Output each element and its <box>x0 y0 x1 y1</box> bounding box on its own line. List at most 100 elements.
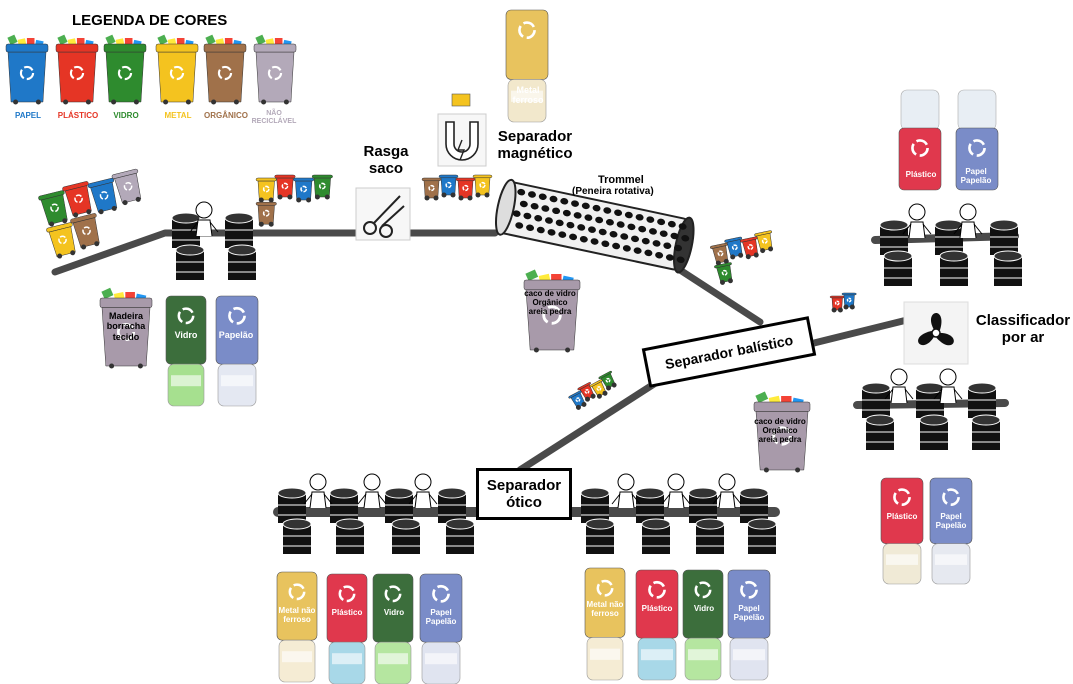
sorting-drum <box>277 487 307 523</box>
truck-ot2-plastico <box>635 569 679 681</box>
waste-bin <box>38 190 68 227</box>
sorting-drum <box>224 212 254 248</box>
recycling-symbol-icon <box>542 305 562 325</box>
reject-bin-madeira <box>99 287 153 369</box>
recycling-symbol-icon <box>338 585 356 603</box>
recycling-symbol-icon <box>575 397 581 403</box>
trommel-drum <box>495 178 695 274</box>
recycling-symbol-icon <box>428 184 435 192</box>
recycling-symbol-icon <box>262 209 270 217</box>
label-trommel: Trommel <box>598 174 644 186</box>
sorting-drum <box>335 518 365 554</box>
air-fan-icon <box>903 301 969 365</box>
bag-opener-scissors-icon <box>355 187 411 241</box>
worker-figure <box>884 368 914 404</box>
truck-ot2-vidro <box>682 569 724 681</box>
legend-title: LEGENDA DE CORES <box>72 12 228 29</box>
magnet-icon <box>437 113 487 167</box>
truck-label-ot2-papel: Papel Papelão <box>733 604 765 623</box>
truck-label-ar-plastico: Plástico <box>905 170 937 179</box>
recycling-symbol-icon <box>384 585 402 603</box>
waste-bin <box>253 43 297 105</box>
recycling-symbol-icon <box>177 307 195 325</box>
sorting-drum <box>171 212 201 248</box>
conveyor-belt-to-optical <box>516 371 672 474</box>
recycling-symbol-icon <box>117 65 133 81</box>
label-rasga-saco: Rasga saco <box>363 143 409 178</box>
sorting-drum <box>939 250 969 286</box>
full-bin <box>99 287 153 369</box>
waste-bin <box>421 177 442 201</box>
recycling-symbol-icon <box>596 579 614 597</box>
legend-label-vidro: VIDRO <box>113 111 139 120</box>
label-separador-magnetico: Separador magnético <box>497 128 573 163</box>
sorting-drum <box>915 382 945 418</box>
sorting-drum <box>971 414 1001 450</box>
waste-bin <box>724 236 744 260</box>
waste-bin <box>99 297 153 369</box>
worker-figure <box>712 473 742 509</box>
recycling-symbol-icon <box>228 306 246 325</box>
waste-bin <box>62 181 92 218</box>
recycling-symbol-icon <box>123 182 133 191</box>
recycling-symbol-icon <box>462 184 469 192</box>
sorting-drum <box>641 518 671 554</box>
reject-bin-balistico <box>753 391 811 473</box>
recycling-symbol-icon <box>605 377 611 383</box>
recycling-symbol-icon <box>721 269 728 276</box>
truck-label-ot1-metal: Metal não ferroso <box>278 606 316 625</box>
worker-figure <box>661 473 691 509</box>
waste-bin <box>255 177 277 203</box>
waste-bin <box>255 201 277 227</box>
recycling-symbol-icon <box>834 300 840 306</box>
sorting-drum <box>227 244 257 280</box>
waste-bin <box>111 168 142 206</box>
truck-ar-plastico-wrap <box>898 89 942 191</box>
legend-bin-papel <box>5 34 49 105</box>
truck-ot2-papel <box>727 569 771 681</box>
waste-bin <box>754 230 774 254</box>
truck-label-ot1-plastico: Plástico <box>331 608 363 617</box>
sorting-drum <box>967 382 997 418</box>
waste-bin <box>203 43 247 105</box>
recycling-symbol-icon <box>169 65 185 81</box>
truck-vidro <box>165 295 207 407</box>
truck-ot1-metal <box>276 571 318 683</box>
sorting-drum <box>329 487 359 523</box>
truck-label-ot1-papel: Papel Papelão <box>425 608 457 627</box>
bin-label-madeira: Madeira borracha tecido <box>106 311 146 342</box>
conveyor-belt-main <box>51 229 499 276</box>
truck-label-vidro: Vidro <box>174 330 198 340</box>
waste-bin <box>829 295 845 313</box>
waste-bin <box>87 177 118 215</box>
recycling-symbol-icon <box>432 584 450 603</box>
worker-figure-station1 <box>189 201 219 237</box>
sorting-drum <box>934 219 964 255</box>
recycling-symbol-icon <box>267 65 283 81</box>
legend-label-plastico: PLÁSTICO <box>57 111 99 120</box>
recycling-symbol-icon <box>596 386 602 391</box>
waste-bin <box>577 382 596 402</box>
waste-bin <box>568 390 587 410</box>
belt-bins-4 <box>568 371 617 410</box>
truck-metal-ferroso <box>505 9 549 123</box>
truck-label-ot2-metal: Metal não ferroso <box>586 600 624 619</box>
recycling-symbol-icon <box>288 583 306 601</box>
waste-bin <box>274 174 296 200</box>
sorting-drum <box>739 487 769 523</box>
belt-bins-1 <box>255 174 333 227</box>
legend-bin-orgânico <box>203 34 247 105</box>
truck-label-ot1-vidro: Vidro <box>383 608 405 617</box>
truck-ot2-metal <box>584 567 626 681</box>
recycling-symbol-icon <box>445 181 452 189</box>
label-trommel-sub: (Peneira rotativa) <box>572 186 654 197</box>
sorting-drum <box>695 518 725 554</box>
waste-bin <box>472 174 493 198</box>
conveyor-belt-trommel-out <box>676 266 764 326</box>
worker-figure <box>303 473 333 509</box>
metal-can-icon <box>451 93 471 107</box>
label-classificador-ar: Classificador por ar <box>975 312 1071 347</box>
legend-label-papel: PAPEL <box>14 111 42 120</box>
